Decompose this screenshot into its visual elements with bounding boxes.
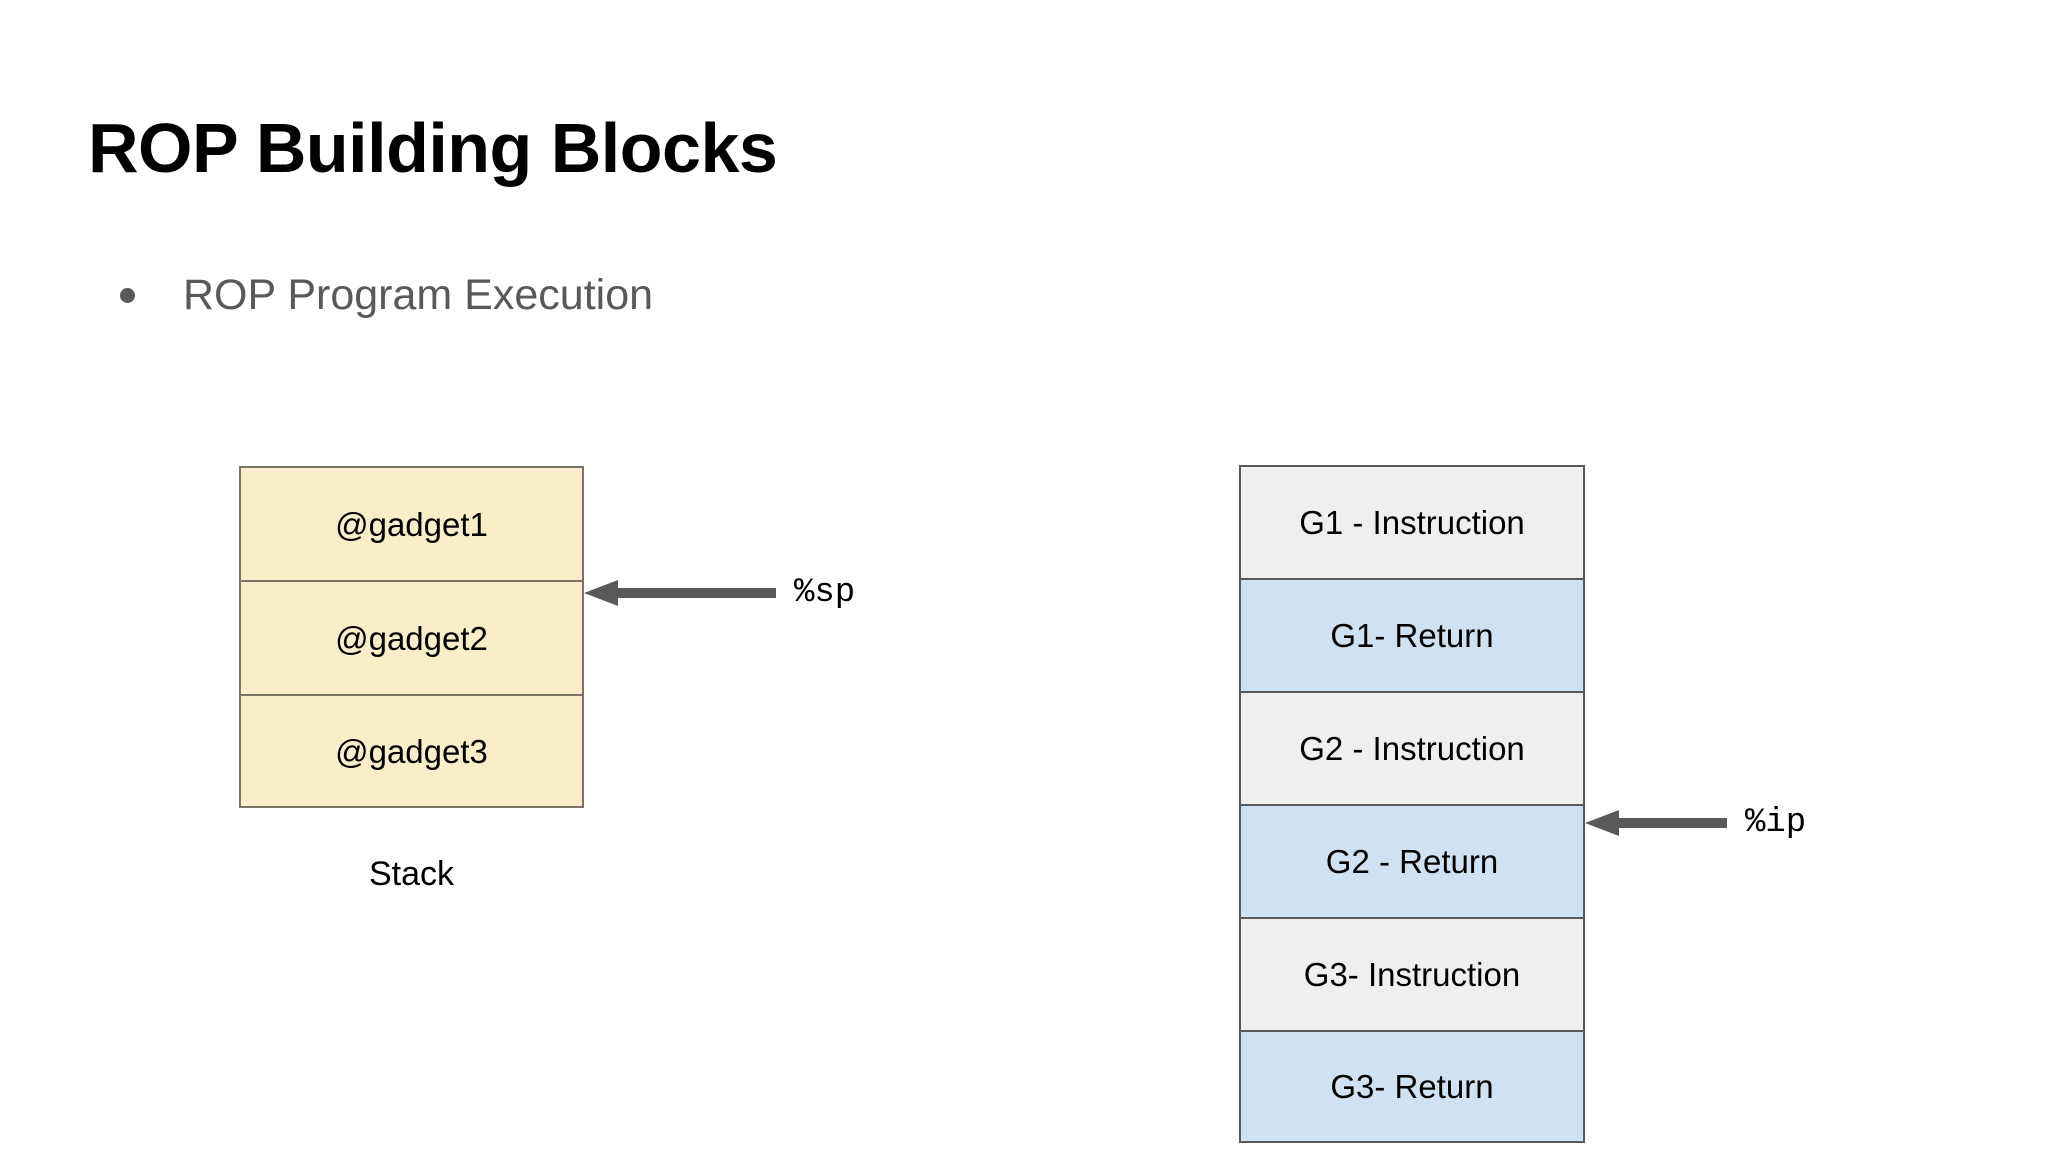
gadget-cell-g1-instruction: G1 - Instruction xyxy=(1239,465,1585,578)
sp-pointer: %sp xyxy=(584,573,855,613)
page-title: ROP Building Blocks xyxy=(88,109,778,187)
stack-diagram: @gadget1 @gadget2 @gadget3 xyxy=(239,466,584,808)
stack-caption: Stack xyxy=(368,855,455,893)
bullet-dot-icon xyxy=(120,287,135,303)
gadget-cell-g2-instruction: G2 - Instruction xyxy=(1239,691,1585,804)
ip-pointer-label: %ip xyxy=(1745,804,1807,842)
ip-pointer: %ip xyxy=(1585,803,1806,843)
gadget-cell-g2-return: G2 - Return xyxy=(1239,804,1585,917)
stack-cell-gadget3: @gadget3 xyxy=(239,694,584,808)
arrow-left-icon xyxy=(1585,810,1727,836)
arrow-left-icon xyxy=(584,580,776,606)
gadget-cell-g3-return: G3- Return xyxy=(1239,1030,1585,1143)
gadget-program-diagram: G1 - Instruction G1- Return G2 - Instruc… xyxy=(1239,465,1585,1143)
bullet-list: ROP Program Execution xyxy=(120,266,653,324)
list-item: ROP Program Execution xyxy=(120,266,653,324)
stack-cell-gadget2: @gadget2 xyxy=(239,580,584,694)
stack-cell-gadget1: @gadget1 xyxy=(239,466,584,580)
gadget-cell-g1-return: G1- Return xyxy=(1239,578,1585,691)
bullet-item-label: ROP Program Execution xyxy=(183,270,654,319)
sp-pointer-label: %sp xyxy=(794,574,856,612)
gadget-cell-g3-instruction: G3- Instruction xyxy=(1239,917,1585,1030)
